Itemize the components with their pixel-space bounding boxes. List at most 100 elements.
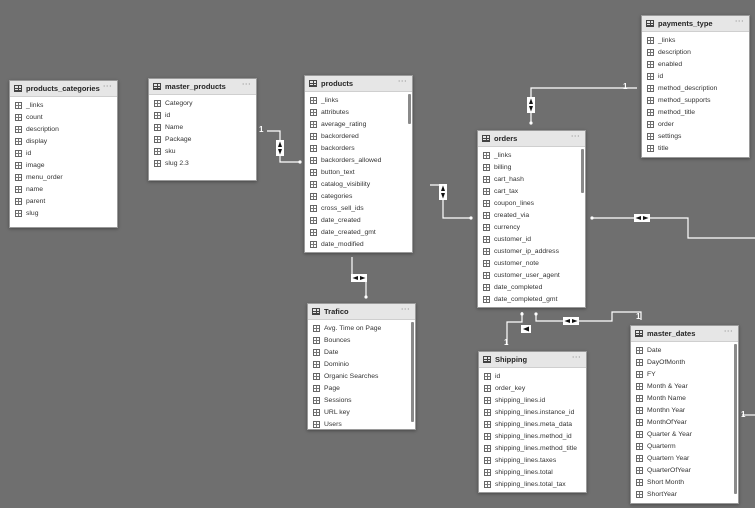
field-row[interactable]: customer_id (478, 233, 585, 245)
table-header[interactable]: products··· (305, 76, 412, 92)
field-row[interactable]: _links (10, 99, 117, 111)
field-row[interactable]: categories (305, 190, 412, 202)
scrollbar[interactable] (408, 94, 411, 124)
field-row[interactable]: count (10, 111, 117, 123)
field-row[interactable]: name (10, 183, 117, 195)
rel-line-orders-payments[interactable] (530, 87, 637, 123)
field-row[interactable]: cross_sell_ids (305, 202, 412, 214)
table-header[interactable]: orders··· (478, 131, 585, 147)
table-header[interactable]: products_categories··· (10, 81, 117, 97)
field-row[interactable]: customer_note (478, 257, 585, 269)
field-row[interactable]: backorders (305, 142, 412, 154)
field-row[interactable]: Dominio (308, 358, 415, 370)
field-row[interactable]: date_created_gmt (305, 226, 412, 238)
field-row[interactable]: billing (478, 161, 585, 173)
field-row[interactable]: description (642, 46, 749, 58)
more-options-icon[interactable]: ··· (400, 305, 410, 314)
field-row[interactable]: Date (631, 344, 738, 356)
field-row[interactable]: Page (308, 382, 415, 394)
field-row[interactable]: title (642, 142, 749, 154)
table-header[interactable]: master_products··· (149, 79, 256, 95)
field-row[interactable]: order (642, 118, 749, 130)
rel-line-orders-right[interactable] (592, 217, 755, 239)
field-row[interactable]: FY (631, 368, 738, 380)
field-row[interactable]: shipping_lines.taxes (479, 454, 586, 466)
field-row[interactable]: coupon_lines (478, 197, 585, 209)
field-row[interactable]: cart_tax (478, 185, 585, 197)
field-row[interactable]: order_key (479, 382, 586, 394)
field-row[interactable]: menu_order (10, 171, 117, 183)
field-row[interactable]: Quartern Year (631, 452, 738, 464)
field-row[interactable]: Category (149, 97, 256, 109)
table-header[interactable]: payments_type··· (642, 16, 749, 32)
field-row[interactable]: backordered (305, 130, 412, 142)
field-row[interactable]: customer_ip_address (478, 245, 585, 257)
more-options-icon[interactable]: ··· (102, 82, 112, 91)
field-row[interactable]: Name (149, 121, 256, 133)
field-row[interactable]: shipping_lines.instance_id (479, 406, 586, 418)
field-row[interactable]: attributes (305, 106, 412, 118)
field-row[interactable]: Package (149, 133, 256, 145)
field-row[interactable]: URL key (308, 406, 415, 418)
field-row[interactable]: Users (308, 418, 415, 429)
field-row[interactable]: description (10, 123, 117, 135)
field-row[interactable]: Sessions (308, 394, 415, 406)
field-row[interactable]: ShortYear (631, 488, 738, 500)
field-row[interactable]: shipping_lines.method_id (479, 430, 586, 442)
field-row[interactable]: button_text (305, 166, 412, 178)
field-row[interactable]: catalog_visibility (305, 178, 412, 190)
field-row[interactable]: Bounces (308, 334, 415, 346)
field-row[interactable]: average_rating (305, 118, 412, 130)
field-row[interactable]: _links (305, 94, 412, 106)
field-row[interactable]: backorders_allowed (305, 154, 412, 166)
table-header[interactable]: master_dates··· (631, 326, 738, 342)
field-row[interactable]: Short Month (631, 476, 738, 488)
field-row[interactable]: slug (10, 207, 117, 219)
field-row[interactable]: Monthn Year (631, 404, 738, 416)
rel-line-products-orders[interactable] (430, 184, 471, 219)
field-row[interactable]: sku (149, 145, 256, 157)
field-row[interactable]: shipping_lines.id (479, 394, 586, 406)
field-row[interactable]: parent (10, 195, 117, 207)
field-row[interactable]: shipping_lines.total_tax (479, 478, 586, 490)
more-options-icon[interactable]: ··· (571, 353, 581, 362)
field-row[interactable]: shipping_lines.meta_data (479, 418, 586, 430)
table-header[interactable]: Shipping··· (479, 352, 586, 368)
field-row[interactable]: customer_user_agent (478, 269, 585, 281)
field-row[interactable]: date_modified (305, 238, 412, 250)
field-row[interactable]: slug 2.3 (149, 157, 256, 169)
field-row[interactable]: date_completed_gmt (478, 293, 585, 305)
field-row[interactable]: _links (478, 149, 585, 161)
field-row[interactable]: Month Name (631, 392, 738, 404)
field-row[interactable]: image (10, 159, 117, 171)
field-row[interactable]: method_title (642, 106, 749, 118)
scrollbar[interactable] (581, 149, 584, 193)
field-row[interactable]: currency (478, 221, 585, 233)
field-row[interactable]: cart_hash (478, 173, 585, 185)
field-row[interactable]: settings (642, 130, 749, 142)
field-row[interactable]: MonthOfYear (631, 416, 738, 428)
field-row[interactable]: created_via (478, 209, 585, 221)
more-options-icon[interactable]: ··· (723, 327, 733, 336)
field-row[interactable]: method_description (642, 82, 749, 94)
field-row[interactable]: Date (308, 346, 415, 358)
field-row[interactable]: DayOfMonth (631, 356, 738, 368)
field-row[interactable]: id (10, 147, 117, 159)
field-row[interactable]: shipping_lines.method_title (479, 442, 586, 454)
field-row[interactable]: Organic Searches (308, 370, 415, 382)
field-row[interactable]: Avg. Time on Page (308, 322, 415, 334)
scrollbar[interactable] (411, 322, 414, 422)
more-options-icon[interactable]: ··· (397, 77, 407, 86)
field-row[interactable]: Month & Year (631, 380, 738, 392)
field-row[interactable]: _links (642, 34, 749, 46)
field-row[interactable]: shipping_lines.total (479, 466, 586, 478)
field-row[interactable]: id (479, 370, 586, 382)
